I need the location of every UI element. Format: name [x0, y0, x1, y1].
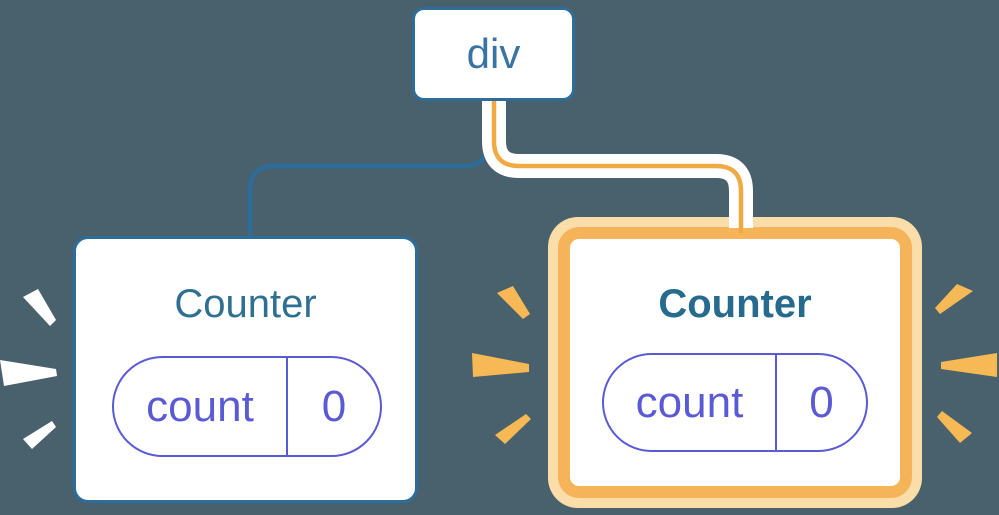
burst-ray-icon — [472, 353, 529, 377]
render-burst-right-box-right-icon — [935, 284, 997, 443]
node-title: Counter — [174, 282, 317, 326]
burst-ray-icon — [935, 284, 973, 314]
node-title: Counter — [658, 282, 812, 326]
state-key: count — [146, 381, 254, 431]
burst-ray-icon — [941, 353, 997, 377]
state-value: 0 — [286, 358, 380, 455]
state-key: count — [635, 377, 744, 427]
state-pill: count 0 — [602, 353, 868, 452]
render-burst-left-icon — [0, 289, 57, 449]
counter-node-left: Counter count 0 — [73, 236, 418, 503]
counter-node-right: Counter count 0 — [558, 227, 912, 498]
state-pill: count 0 — [112, 356, 382, 457]
counter-node-right-glow: Counter count 0 — [548, 217, 922, 508]
edge-root-to-right-child-casing — [482, 97, 753, 228]
edge-root-to-left-child — [247, 97, 491, 238]
state-value: 0 — [775, 355, 866, 450]
burst-ray-icon — [0, 360, 57, 386]
edge-root-to-right-child — [491, 97, 744, 233]
burst-ray-icon — [23, 421, 56, 449]
render-burst-right-box-left-icon — [472, 286, 531, 444]
burst-ray-icon — [495, 414, 531, 444]
burst-ray-icon — [23, 289, 56, 326]
burst-ray-icon — [937, 411, 972, 443]
node-title: div — [466, 30, 521, 77]
burst-ray-icon — [497, 286, 530, 319]
root-node-div: div — [412, 7, 575, 101]
